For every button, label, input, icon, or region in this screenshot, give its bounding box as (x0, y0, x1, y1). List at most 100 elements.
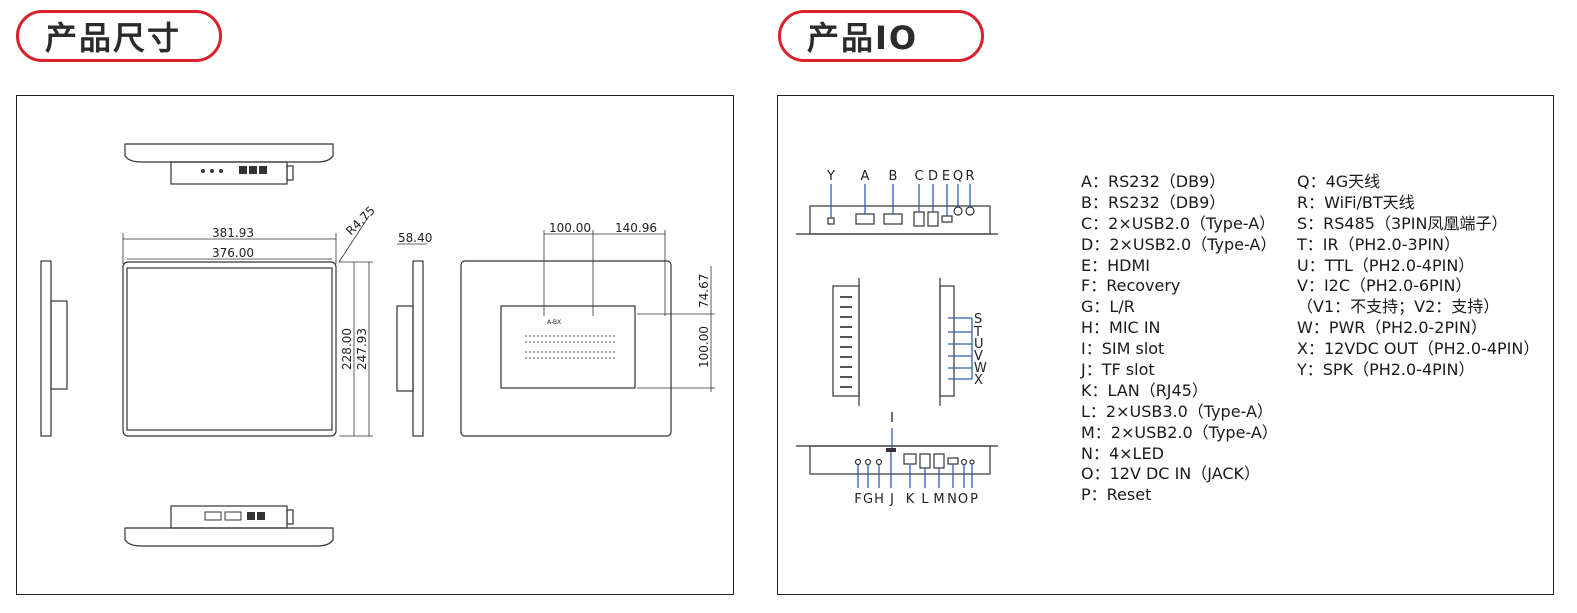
io-side-labels: S T U V W X (973, 312, 987, 388)
io-port-j (886, 448, 896, 452)
io-label-p: P (970, 492, 978, 507)
io-port-k (903, 453, 917, 465)
legend-item: P：Reset (1081, 485, 1152, 505)
legend-item: R：WiFi/BT天线 (1297, 192, 1415, 212)
io-port-e (941, 215, 953, 223)
legend-item: Q：4G天线 (1297, 172, 1381, 191)
io-label-y: Y (826, 169, 835, 184)
top-view-stub (286, 165, 294, 181)
legend-item: L：2×USB3.0（Type-A） (1081, 401, 1273, 421)
io-panel: Y A B C D E Q R (777, 95, 1554, 595)
legend-item: S：RS485（3PIN凤凰端子） (1297, 213, 1508, 233)
legend-item: G：L/R (1081, 297, 1135, 317)
dimensions-title-text: 产品尺寸 (45, 19, 182, 57)
dim-mount-w2: 140.96 (615, 221, 657, 235)
section-title-io: 产品IO (778, 10, 984, 62)
io-port-d (927, 211, 939, 227)
io-label-m: M (933, 492, 944, 507)
io-port-y (827, 217, 835, 225)
io-top-labels: Y A B C D E Q R (826, 169, 975, 184)
port-glyphs (201, 166, 267, 521)
io-label-l: L (921, 492, 929, 507)
bottom-view-bezel (124, 527, 334, 547)
io-label-o: O (958, 492, 968, 507)
dim-mount-h2: 100.00 (697, 326, 711, 368)
legend-item: X：12VDC OUT（PH2.0-4PIN） (1297, 339, 1540, 359)
legend-item: H：MIC IN (1081, 318, 1161, 338)
dim-corner: R4.75 (343, 203, 378, 238)
io-port-b (883, 213, 903, 225)
io-left-side-vents (840, 296, 852, 388)
rear-view-box (500, 305, 636, 389)
io-label-j: J (889, 492, 894, 507)
io-port-f (854, 458, 862, 466)
legend-item: I：SIM slot (1081, 339, 1165, 359)
right-side-box (396, 305, 414, 392)
io-legend-right: Q：4G天线 R：WiFi/BT天线 S：RS485（3PIN凤凰端子） T：I… (1297, 172, 1539, 381)
front-view-frame (122, 261, 337, 437)
io-label-n: N (947, 492, 957, 507)
io-top-unit (809, 205, 991, 235)
rear-model-label: A-BX (547, 319, 561, 326)
io-port-l (919, 453, 931, 469)
legend-item: M：2×USB2.0（Type-A） (1081, 422, 1278, 442)
top-view-box (170, 161, 288, 185)
dim-mount-w1: 100.00 (549, 221, 591, 235)
io-port-p (969, 459, 975, 465)
legend-item: N：4×LED (1081, 443, 1164, 463)
dim-height-inner: 228.00 (340, 328, 354, 370)
io-label-a: A (861, 169, 870, 184)
dim-width-inner: 376.00 (212, 246, 254, 260)
io-port-o (960, 458, 968, 466)
dim-depth: 58.40 (398, 231, 432, 245)
top-view-bezel (124, 143, 334, 163)
bottom-view-box (170, 505, 288, 529)
io-label-w: W (974, 361, 987, 376)
io-label-b: B (889, 169, 898, 184)
io-label-v: V (974, 349, 983, 364)
io-bottom-unit (809, 445, 991, 475)
legend-item: V：I2C（PH2.0-6PIN） (1297, 276, 1472, 296)
io-port-a (855, 213, 875, 225)
io-label-e: E (942, 169, 950, 184)
io-port-h (875, 458, 883, 466)
legend-item: U：TTL（PH2.0-4PIN） (1297, 255, 1475, 275)
io-port-g (864, 458, 872, 466)
dimension-drawing: 381.93 376.00 R4.75 58.40 228.00 247.93 … (40, 143, 715, 547)
rear-view-frame (460, 260, 672, 437)
io-label-h: H (874, 492, 884, 507)
io-legend-left: A：RS232（DB9） B：RS232（DB9） C：2×USB2.0（Typ… (1081, 172, 1278, 506)
legend-item: T：IR（PH2.0-3PIN） (1297, 234, 1461, 254)
io-diagram: Y A B C D E Q R (796, 169, 998, 507)
legend-item: F：Recovery (1081, 276, 1181, 296)
dimension-drawing-panel: 381.93 376.00 R4.75 58.40 228.00 247.93 … (16, 95, 734, 595)
io-bottom-labels: I F G H J K L M N O P (854, 411, 978, 507)
io-port-c (913, 211, 925, 227)
section-title-dimensions: 产品尺寸 (16, 10, 222, 62)
io-port-r (965, 206, 975, 216)
front-view-screen (126, 267, 333, 431)
dim-height-outer: 247.93 (355, 328, 369, 370)
io-left-side-unit (832, 285, 860, 397)
legend-item: O：12V DC IN（JACK） (1081, 464, 1261, 484)
io-label-i: I (890, 411, 894, 426)
dim-width-outer: 381.93 (212, 226, 254, 240)
io-label-r: R (965, 169, 974, 184)
legend-item: A：RS232（DB9） (1081, 172, 1226, 191)
io-port-n (947, 457, 959, 465)
io-label-c: C (914, 169, 923, 184)
left-side-bezel (40, 260, 52, 437)
rear-vents (525, 335, 617, 359)
legend-item: （V1：不支持；V2：支持） (1297, 297, 1500, 317)
left-side-box (50, 300, 68, 390)
io-label-k: K (906, 492, 915, 507)
io-label-f: F (854, 492, 861, 507)
legend-item: K：LAN（RJ45） (1081, 380, 1208, 400)
legend-item: C：2×USB2.0（Type-A） (1081, 213, 1276, 233)
io-label-t: T (973, 325, 982, 340)
io-port-q (953, 206, 963, 216)
io-title-text: 产品IO (807, 19, 919, 57)
io-label-x: X (974, 373, 983, 388)
legend-item: W：PWR（PH2.0-2PIN） (1297, 318, 1487, 338)
legend-item: E：HDMI (1081, 255, 1150, 275)
